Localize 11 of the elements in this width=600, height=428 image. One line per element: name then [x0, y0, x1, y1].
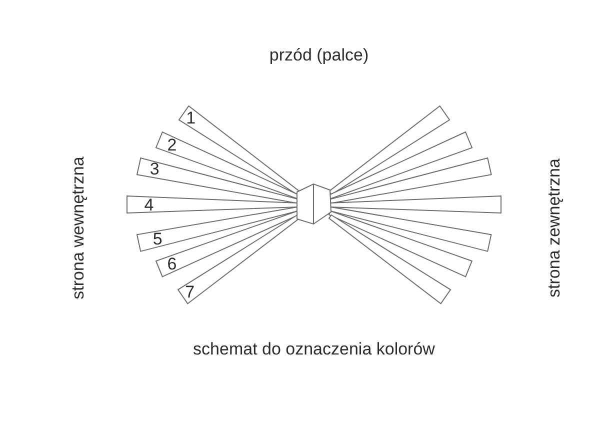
- direction-label: przód (palce): [269, 46, 369, 64]
- side-label: strona zewnętrzna: [544, 158, 564, 298]
- caption: schemat do oznaczenia kolorów: [193, 340, 435, 358]
- strip-number: 2: [167, 136, 177, 154]
- strip-number: 5: [152, 230, 162, 248]
- strip-number: 1: [186, 110, 196, 127]
- side-label: strona wewnętrzna: [68, 156, 88, 300]
- strip-number: 7: [185, 283, 195, 300]
- strip-number: 3: [150, 160, 160, 178]
- strip-number: 6: [167, 255, 177, 272]
- strip-number: 4: [144, 196, 154, 214]
